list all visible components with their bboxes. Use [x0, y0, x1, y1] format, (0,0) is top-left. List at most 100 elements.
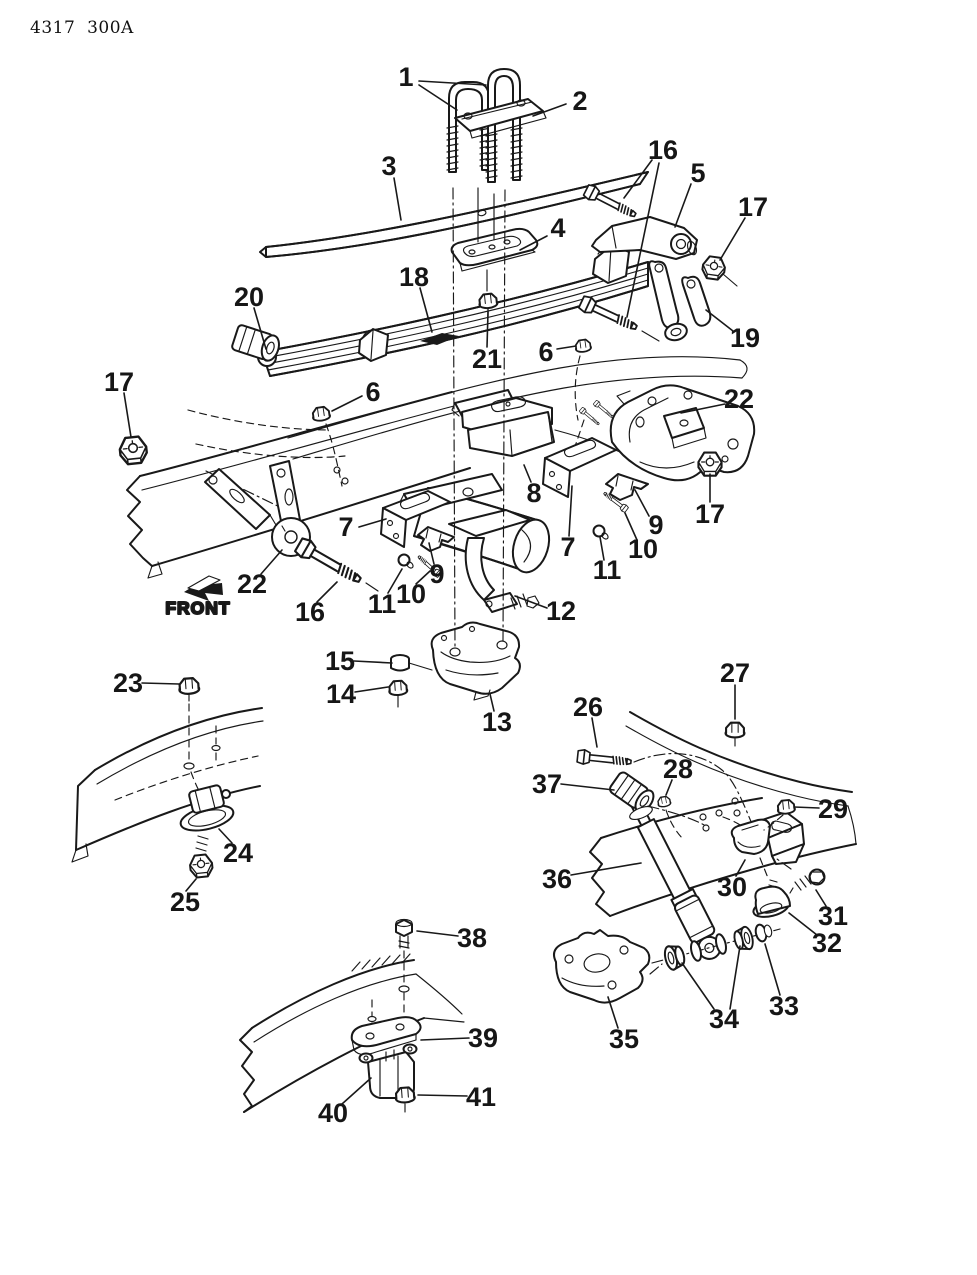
pin-left [397, 553, 414, 569]
callout-37: 37 [532, 769, 562, 799]
callout-33: 33 [769, 991, 799, 1021]
callout-leader-36 [570, 862, 642, 876]
callout-29: 29 [818, 794, 848, 824]
callout-3: 3 [381, 151, 396, 181]
callout-leader-24 [218, 828, 233, 844]
callout-4: 4 [550, 213, 565, 243]
callout-31: 31 [818, 901, 848, 931]
callout-leader-7-left [358, 518, 387, 528]
bolt-25 [188, 835, 215, 880]
callout-leader-31 [815, 889, 827, 907]
leaf-spring [257, 244, 649, 377]
callout-leader-28 [665, 779, 673, 796]
bump-stop-32 [752, 879, 791, 918]
callout-24: 24 [223, 838, 253, 868]
callout-40: 40 [318, 1098, 348, 1128]
callout-6-left: 6 [365, 377, 380, 407]
nut-33 [754, 923, 773, 943]
callout-leader-15 [353, 660, 393, 664]
callout-leader-11-right [599, 536, 605, 561]
callout-leader-3 [393, 177, 402, 221]
spring-clamp-front [358, 328, 389, 362]
callout-leader-41 [417, 1094, 468, 1097]
lock-nut-17-left [117, 434, 149, 467]
nut-27 [724, 721, 746, 747]
rear-hanger-bracket [591, 216, 698, 260]
callout-leader-25 [185, 878, 197, 892]
callout-32: 32 [812, 928, 842, 958]
callout-16-top: 16 [648, 135, 678, 165]
callout-leader-16-top [623, 159, 653, 199]
callout-10-left: 10 [396, 579, 426, 609]
flange-nut-6-left [310, 405, 349, 487]
callout-8: 8 [526, 478, 541, 508]
anchor-plate-35 [553, 929, 663, 1004]
callout-leader-22-right [680, 403, 726, 414]
callout-leader-10-left [415, 570, 431, 585]
spring-plate [450, 227, 539, 272]
callout-22-right: 22 [724, 384, 754, 414]
callout-5: 5 [690, 158, 705, 188]
callout-leader-37 [560, 783, 615, 791]
callout-leader-12 [514, 595, 548, 609]
shackle [648, 260, 712, 342]
callout-leader-1 [418, 80, 487, 86]
callout-leader-2 [532, 103, 567, 117]
callout-leader-4 [519, 235, 548, 251]
shock-bushing-37 [609, 771, 655, 821]
shock-bracket-right [542, 437, 617, 498]
clamp-right [605, 473, 649, 501]
pin-right [592, 524, 609, 540]
callout-leader-11-left [387, 568, 403, 594]
callout-leader-9-left [428, 542, 435, 565]
callout-leader-7-right [568, 485, 573, 537]
callout-leader-21 [486, 311, 489, 348]
screw-31 [776, 858, 826, 894]
callout-9-right: 9 [648, 510, 663, 540]
callout-leader-10-right [624, 512, 638, 541]
frame-rail-right [589, 711, 857, 917]
callout-leader-35 [607, 996, 619, 1029]
callout-2: 2 [572, 86, 587, 116]
overload-leaf [259, 171, 649, 258]
callout-leader-17-left [123, 392, 132, 438]
callout-21: 21 [472, 344, 502, 374]
callout-6-right: 6 [538, 337, 553, 367]
bolt-38 [367, 918, 413, 1035]
frame-rail-bottom-left [71, 707, 264, 863]
callout-17-left: 17 [104, 367, 134, 397]
callout-1: 1 [398, 62, 413, 92]
spring-seat [451, 389, 555, 457]
callout-28: 28 [663, 754, 693, 784]
callout-15: 15 [325, 646, 355, 676]
washer-15 [390, 654, 433, 672]
bracket-12 [448, 509, 540, 613]
callout-35: 35 [609, 1024, 639, 1054]
callout-36: 36 [542, 864, 572, 894]
callout-17-bottom-right: 17 [695, 499, 725, 529]
nut-14 [387, 679, 409, 708]
front-hanger-bracket [204, 460, 311, 557]
page-code: 4317 300A [30, 18, 134, 38]
callout-41: 41 [466, 1082, 496, 1112]
callout-leader-16-left [316, 581, 338, 603]
callout-20: 20 [234, 282, 264, 312]
callout-14: 14 [326, 679, 356, 709]
lock-nut-17-lower-right [697, 451, 723, 477]
front-label: FRONT [165, 598, 230, 618]
callout-10-right: 10 [628, 534, 658, 564]
nut-29 [763, 798, 797, 831]
nut-41 [394, 1086, 417, 1113]
callout-leader-22-left [260, 549, 283, 575]
callout-12: 12 [546, 596, 576, 626]
hanger-bolt-lower [577, 293, 660, 342]
callout-16-left: 16 [295, 597, 325, 627]
callout-leader-29 [793, 806, 820, 809]
callout-leader-14 [354, 686, 389, 693]
callout-leader-30 [735, 859, 746, 877]
bump-stop-24 [179, 784, 235, 832]
callout-39: 39 [468, 1023, 498, 1053]
